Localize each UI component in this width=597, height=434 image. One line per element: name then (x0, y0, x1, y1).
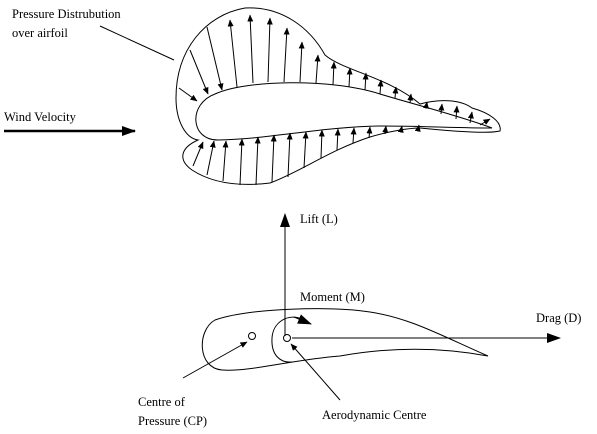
pressure-arrow (366, 126, 373, 139)
airfoil-outline (201, 308, 489, 371)
centre-of-pressure-label-line2: Pressure (CP) (138, 414, 207, 428)
pressure-arrow (283, 27, 290, 83)
pressure-arrow (350, 127, 357, 144)
pressure-label-leader (99, 25, 175, 61)
pressure-envelope-upper (175, 7, 501, 133)
pressure-arrow (392, 86, 399, 99)
pressure-arrow (377, 79, 384, 95)
airfoil-shape (195, 82, 493, 141)
pressure-arrow (314, 54, 321, 84)
moment-arrow (293, 314, 312, 325)
upper-pressure-arrows (178, 14, 491, 126)
centre-of-pressure-point (248, 332, 256, 340)
forces-figure (182, 213, 561, 401)
pressure-arrow (302, 131, 309, 169)
cp-leader-arrow (182, 341, 248, 379)
moment-curl (271, 316, 303, 363)
pressure-arrow (397, 125, 404, 133)
drag-label: Drag (D) (536, 311, 581, 325)
pressure-arrow (286, 132, 293, 178)
pressure-arrow (330, 61, 337, 86)
pressure-envelope-lower (175, 97, 421, 185)
aerodynamic-centre-label: Aerodynamic Centre (322, 408, 427, 422)
pressure-arrow (238, 138, 245, 186)
pressure-arrow (346, 67, 353, 88)
lift-label: Lift (L) (300, 212, 338, 226)
lower-pressure-arrows (192, 124, 421, 186)
pressure-arrow (298, 41, 305, 83)
centre-of-pressure-label-line1: Centre of (138, 395, 186, 409)
moment-label: Moment (M) (300, 290, 365, 304)
pressure-arrow (467, 111, 474, 124)
pressure-arrow (407, 93, 414, 104)
pressure-distribution-figure (4, 7, 501, 186)
pressure-arrow (414, 124, 421, 132)
pressure-arrow (362, 72, 369, 91)
pressure-arrow (453, 105, 460, 120)
pressure-arrow (334, 128, 341, 151)
pressure-arrow (247, 14, 254, 84)
aerodynamic-centre-point (283, 334, 291, 342)
pressure-arrow (266, 17, 273, 83)
pressure-arrow (222, 140, 229, 182)
ac-leader-arrow (290, 343, 341, 401)
pressure-arrow (438, 103, 445, 115)
pressure-arrow (206, 140, 216, 176)
pressure-arrow (227, 19, 238, 88)
pressure-arrow (382, 125, 389, 135)
pressure-arrow (270, 134, 277, 183)
pressure-arrow (422, 101, 429, 109)
pressure-arrow (192, 141, 204, 167)
pressure-distribution-label-line2: over airfoil (12, 26, 68, 40)
pressure-arrow (178, 87, 198, 102)
wind-velocity-label: Wind Velocity (4, 110, 77, 124)
pressure-arrow (206, 26, 224, 91)
pressure-arrow (479, 118, 491, 126)
pressure-arrow (254, 136, 261, 186)
pressure-arrow (189, 49, 209, 95)
pressure-arrow (318, 129, 325, 159)
pressure-distribution-label-line1: Pressure Distrubution (12, 7, 121, 21)
